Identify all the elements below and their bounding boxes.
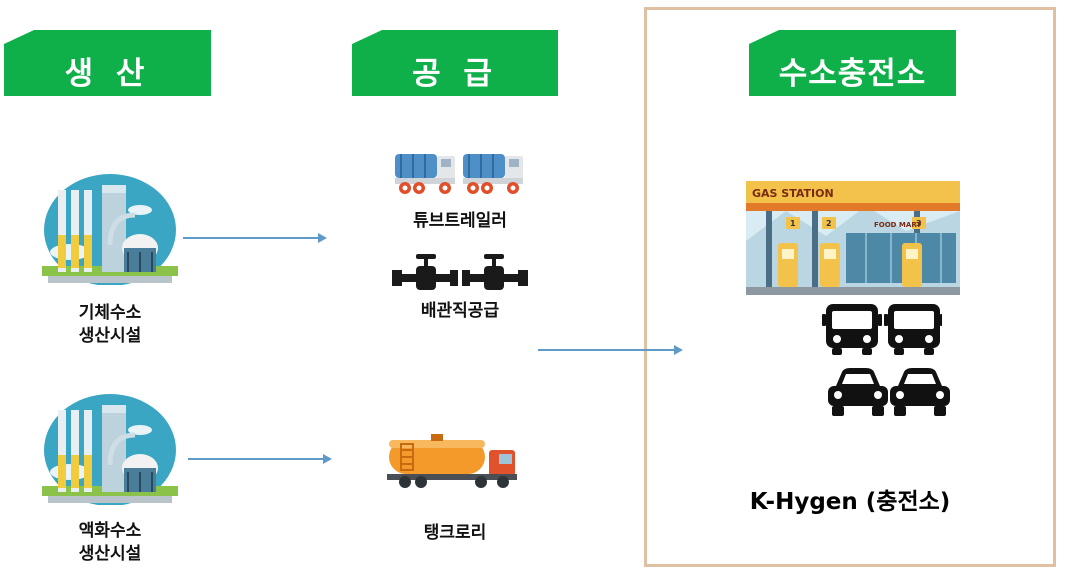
station-box: [644, 7, 1056, 567]
gas-hydrogen-plant-icon: [42, 174, 178, 285]
header-production-shape: [4, 30, 211, 96]
bus-icon: [822, 304, 942, 355]
pump-number-2: 2: [826, 219, 832, 228]
tube-trailer-icon: [395, 154, 523, 194]
arrow-supply-to-station: [538, 345, 683, 355]
gas-station-icon: GAS STATION 1 2 3 FOOD MART: [746, 181, 960, 295]
tank-lorry-icon: [387, 434, 517, 488]
tube-trailer-label: 튜브트레일러: [413, 211, 507, 231]
gas-plant-label-line1: 기체수소: [78, 303, 142, 323]
header-supply: 공 급: [352, 30, 558, 96]
header-supply-label: 공 급: [412, 56, 498, 92]
pipeline-label: 배관직공급: [420, 301, 500, 321]
liquid-plant-label-line2: 생산시설: [78, 544, 142, 564]
liquid-plant-label-line1: 액화수소: [78, 521, 142, 541]
gas-station-sign-text: GAS STATION: [752, 187, 834, 200]
arrow-liquid-to-supply: [188, 454, 332, 464]
liquid-hydrogen-plant-icon: [42, 394, 178, 505]
tank-lorry-label: 탱크로리: [423, 523, 487, 543]
header-station-shape: [749, 30, 956, 96]
pump-number-1: 1: [790, 219, 796, 228]
pump-number-3: 3: [916, 219, 922, 228]
pipeline-valve-icon: [392, 254, 528, 290]
header-station: 수소충전소: [749, 30, 956, 96]
food-mart-sign-text: FOOD MART: [874, 221, 921, 229]
gas-plant-label: 기체수소 생산시설: [45, 302, 175, 348]
liquid-plant-label: 액화수소 생산시설: [45, 520, 175, 566]
header-production: 생 산: [4, 30, 211, 96]
gas-plant-label-line2: 생산시설: [78, 326, 142, 346]
arrow-gas-to-supply: [183, 233, 327, 243]
header-station-label: 수소충전소: [778, 56, 927, 92]
header-supply-shape: [352, 30, 558, 96]
car-icon: [828, 368, 950, 416]
station-name: K-Hygen (충전소): [749, 489, 951, 515]
header-production-label: 생 산: [64, 56, 151, 92]
